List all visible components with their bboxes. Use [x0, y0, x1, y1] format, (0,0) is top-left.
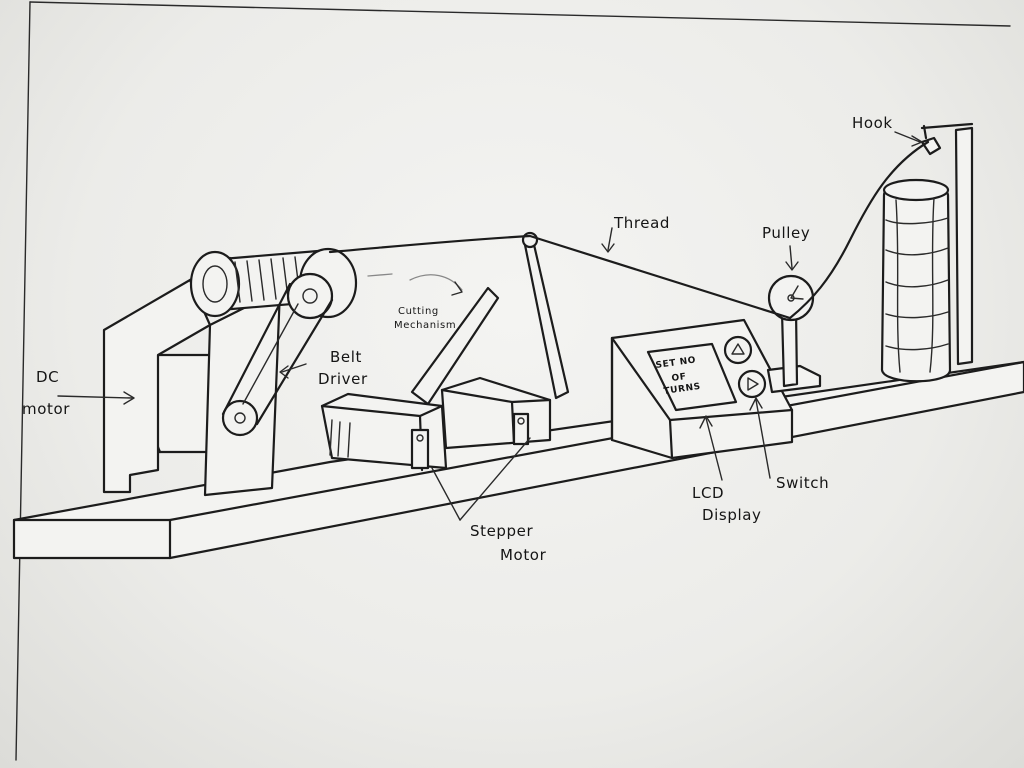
label-stepper-1: Stepper	[470, 522, 534, 540]
hook-tip	[922, 138, 940, 154]
label-belt-driver-2: Driver	[318, 370, 368, 388]
thread-coil-stand	[882, 124, 972, 381]
lcd-text-2: OF	[671, 372, 687, 384]
label-dc-motor-2: motor	[22, 400, 70, 418]
switch-up	[725, 337, 751, 363]
label-hook: Hook	[852, 114, 893, 132]
label-switch: Switch	[776, 474, 829, 492]
thread-guide-arm	[523, 233, 568, 398]
label-thread: Thread	[613, 214, 670, 232]
label-lcd-2: Display	[702, 506, 762, 524]
label-stepper-2: Motor	[500, 546, 547, 564]
label-belt-driver-1: Belt	[330, 348, 362, 366]
label-lcd-1: LCD	[692, 484, 724, 502]
switch-down	[739, 371, 765, 397]
label-pulley: Pulley	[762, 224, 810, 242]
pulley	[768, 276, 820, 392]
label-dc-motor-1: DC	[36, 368, 59, 386]
stepper-motor-1	[322, 394, 446, 470]
label-cutting-2: Mechanism	[394, 320, 456, 331]
label-cutting-1: Cutting	[398, 306, 439, 317]
control-panel	[612, 320, 792, 458]
stepper-motor-2	[442, 378, 550, 448]
